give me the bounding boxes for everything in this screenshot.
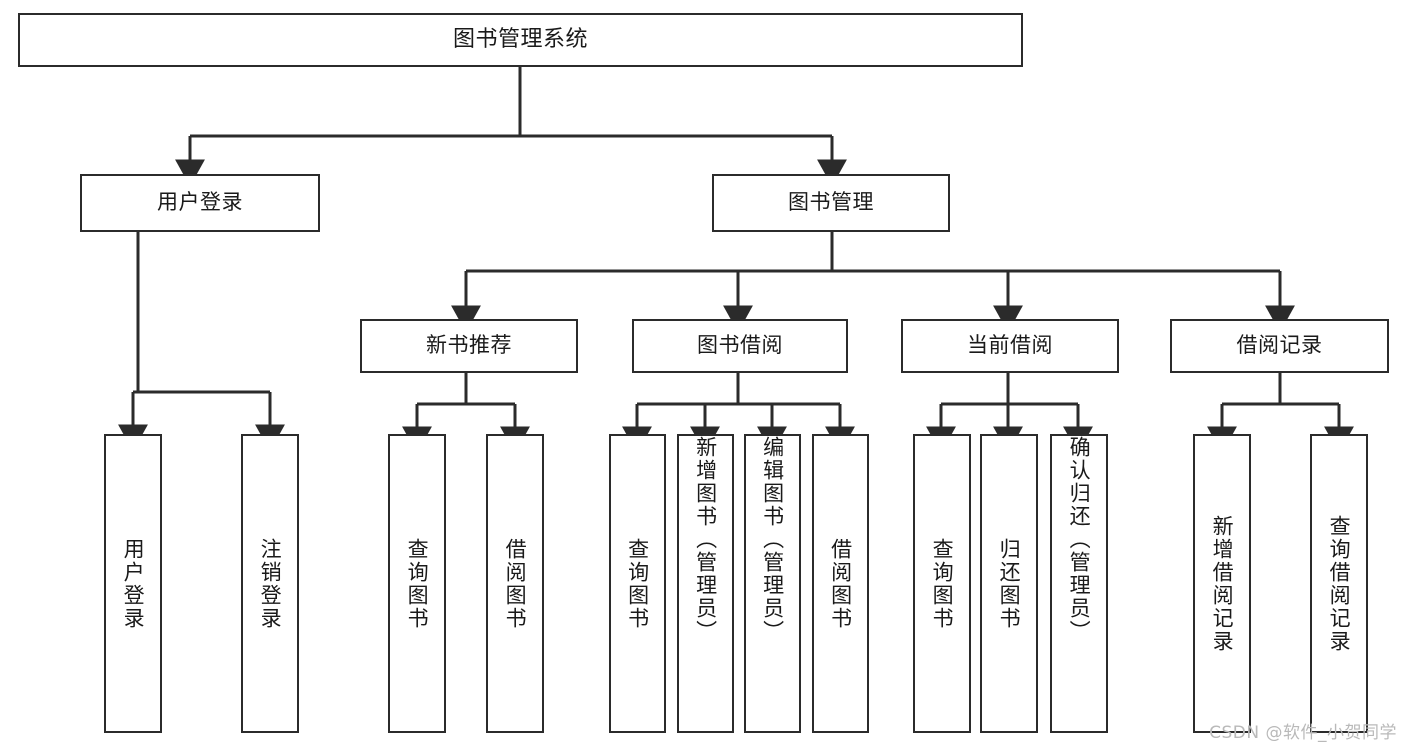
node-leaf-add-record-label: 新增借阅记录 — [1210, 514, 1235, 653]
node-leaf-borrow-book-1[interactable]: 借阅图书 — [486, 434, 544, 733]
node-leaf-user-login-label: 用户登录 — [121, 537, 146, 630]
node-leaf-borrow-book-1-label: 借阅图书 — [503, 537, 528, 630]
node-leaf-user-login[interactable]: 用户登录 — [104, 434, 162, 733]
node-leaf-query-book-1-label: 查询图书 — [405, 537, 430, 630]
node-leaf-query-book-3[interactable]: 查询图书 — [913, 434, 971, 733]
node-borrow-record[interactable]: 借阅记录 — [1170, 319, 1389, 373]
node-book-borrow-label: 图书借阅 — [697, 333, 783, 358]
node-user-login[interactable]: 用户登录 — [80, 174, 320, 232]
node-leaf-return-book-label: 归还图书 — [997, 537, 1022, 630]
node-user-login-label: 用户登录 — [157, 190, 243, 215]
node-leaf-user-logout-label: 注销登录 — [258, 537, 283, 630]
node-borrow-record-label: 借阅记录 — [1236, 333, 1323, 358]
node-leaf-query-book-1[interactable]: 查询图书 — [388, 434, 446, 733]
node-current-borrow[interactable]: 当前借阅 — [901, 319, 1119, 373]
node-leaf-query-book-2[interactable]: 查询图书 — [609, 434, 666, 733]
node-current-borrow-label: 当前借阅 — [967, 333, 1053, 358]
node-leaf-user-logout[interactable]: 注销登录 — [241, 434, 299, 733]
edges-borrowrecord-to-leaves — [1207, 373, 1354, 454]
node-leaf-edit-book[interactable]: 编辑图书（管理员） — [744, 434, 801, 733]
node-leaf-return-book[interactable]: 归还图书 — [980, 434, 1038, 733]
edges-currentborrow-to-leaves — [926, 373, 1093, 454]
node-new-book-recommend[interactable]: 新书推荐 — [360, 319, 578, 373]
node-leaf-confirm-return-label: 确认归还（管理员） — [1067, 436, 1092, 643]
node-root[interactable]: 图书管理系统 — [18, 13, 1023, 67]
node-leaf-query-record[interactable]: 查询借阅记录 — [1310, 434, 1368, 733]
node-book-manage-label: 图书管理 — [788, 190, 874, 215]
node-root-label: 图书管理系统 — [452, 26, 588, 52]
edges-root-to-level2 — [175, 67, 847, 187]
node-leaf-query-book-2-label: 查询图书 — [625, 537, 650, 630]
edges-userlogin-to-leaves — [118, 232, 285, 452]
node-leaf-add-book[interactable]: 新增图书（管理员） — [677, 434, 734, 733]
node-leaf-confirm-return[interactable]: 确认归还（管理员） — [1050, 434, 1108, 733]
edges-bookmanage-to-level3 — [451, 232, 1295, 333]
node-leaf-borrow-book-2[interactable]: 借阅图书 — [812, 434, 869, 733]
node-leaf-query-book-3-label: 查询图书 — [930, 537, 955, 630]
node-leaf-query-record-label: 查询借阅记录 — [1327, 514, 1352, 653]
node-leaf-add-book-label: 新增图书（管理员） — [693, 436, 718, 643]
edges-bookborrow-to-leaves — [622, 373, 855, 454]
node-leaf-borrow-book-2-label: 借阅图书 — [828, 537, 853, 630]
node-leaf-add-record[interactable]: 新增借阅记录 — [1193, 434, 1251, 733]
edges-newbookrec-to-leaves — [402, 373, 530, 454]
watermark: CSDN @软件_小贺同学 — [1209, 723, 1397, 743]
node-leaf-edit-book-label: 编辑图书（管理员） — [760, 436, 785, 643]
node-book-manage[interactable]: 图书管理 — [712, 174, 950, 232]
node-new-book-recommend-label: 新书推荐 — [426, 333, 512, 358]
node-book-borrow[interactable]: 图书借阅 — [632, 319, 848, 373]
